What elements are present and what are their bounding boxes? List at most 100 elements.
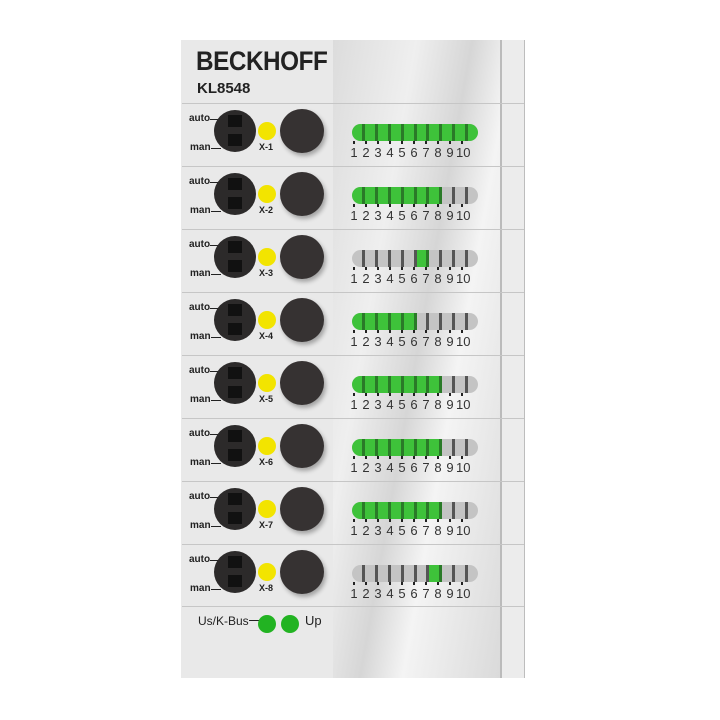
bar-segment (442, 313, 456, 330)
led-bargraph (352, 187, 478, 204)
scale-number: 10 (456, 582, 471, 601)
scale-number: 8 (432, 393, 444, 412)
scale-number: 2 (360, 204, 372, 223)
scale-number: 6 (408, 330, 420, 349)
bar-segment (391, 250, 404, 267)
scale-number: 7 (420, 204, 432, 223)
bar-segment (364, 502, 378, 519)
scale-number: 4 (384, 519, 396, 538)
scale-number: 9 (444, 393, 456, 412)
auto-man-switch[interactable] (214, 299, 256, 341)
scale-number: 10 (456, 519, 471, 538)
auto-man-switch[interactable] (214, 173, 256, 215)
bar-segment (429, 376, 443, 393)
led-bargraph (352, 313, 478, 330)
potentiometer-knob[interactable] (280, 487, 324, 531)
manual-led (258, 311, 276, 329)
man-label: man (190, 142, 220, 153)
bar-segment (352, 313, 365, 330)
scale-number: 7 (420, 519, 432, 538)
bar-segment (364, 313, 378, 330)
bar-segment (364, 187, 378, 204)
channel-label: X-2 (259, 205, 274, 215)
scale-number: 4 (384, 204, 396, 223)
bar-segment (352, 187, 365, 204)
bar-segment (442, 439, 456, 456)
scale-number: 1 (348, 267, 360, 286)
potentiometer-knob[interactable] (280, 361, 324, 405)
led-bargraph (352, 565, 478, 582)
auto-man-switch[interactable] (214, 236, 256, 278)
auto-man-switch[interactable] (214, 488, 256, 530)
scale-number: 3 (372, 267, 384, 286)
scale-number: 3 (372, 141, 384, 160)
auto-man-switch[interactable] (214, 362, 256, 404)
bar-segment (352, 439, 365, 456)
bar-segment (377, 187, 391, 204)
channel-label: X-5 (259, 394, 274, 404)
bar-segment (364, 124, 378, 141)
manual-led (258, 563, 276, 581)
auto-label: auto (189, 554, 221, 565)
bar-segment (390, 313, 404, 330)
scale-number: 1 (348, 330, 360, 349)
potentiometer-knob[interactable] (280, 298, 324, 342)
scale-number: 3 (372, 330, 384, 349)
scale-number: 2 (360, 456, 372, 475)
scale-number: 1 (348, 582, 360, 601)
potentiometer-knob[interactable] (280, 172, 324, 216)
bar-segment (352, 124, 365, 141)
man-label: man (190, 457, 220, 468)
channel-label: X-4 (259, 331, 274, 341)
man-label: man (190, 583, 220, 594)
bar-segment (429, 250, 443, 267)
manual-led (258, 185, 276, 203)
scale-number: 5 (396, 582, 408, 601)
potentiometer-knob[interactable] (280, 109, 324, 153)
bar-segment (417, 313, 430, 330)
bar-segment (352, 502, 365, 519)
scale-number: 4 (384, 456, 396, 475)
auto-man-switch[interactable] (214, 551, 256, 593)
us-kbus-label: Us/K-Bus (198, 614, 259, 628)
auto-label: auto (189, 239, 221, 250)
scale-number: 6 (408, 519, 420, 538)
led-bargraph (352, 376, 478, 393)
bar-segment (390, 376, 404, 393)
scale-number: 9 (444, 267, 456, 286)
auto-man-switch[interactable] (214, 425, 256, 467)
potentiometer-knob[interactable] (280, 235, 324, 279)
bar-segment (416, 250, 430, 267)
scale-number: 5 (396, 330, 408, 349)
up-led (281, 615, 299, 633)
scale-number: 1 (348, 141, 360, 160)
auto-man-switch[interactable] (214, 110, 256, 152)
scale-number: 6 (408, 393, 420, 412)
row-divider (182, 606, 524, 607)
bar-segment (416, 502, 430, 519)
row-divider (182, 229, 524, 230)
manual-led (258, 437, 276, 455)
bar-segment (403, 124, 417, 141)
bar-segment (403, 439, 417, 456)
potentiometer-knob[interactable] (280, 424, 324, 468)
bar-segment (365, 250, 378, 267)
row-divider (182, 481, 524, 482)
bar-segment (391, 565, 404, 582)
scale-number: 7 (420, 267, 432, 286)
auto-label: auto (189, 428, 221, 439)
potentiometer-knob[interactable] (280, 550, 324, 594)
channel-label: X-1 (259, 142, 274, 152)
scale-number: 1 (348, 456, 360, 475)
bar-segment (365, 565, 378, 582)
led-bargraph (352, 502, 478, 519)
scale-number: 6 (408, 141, 420, 160)
brand-logo: BECKHOFF (196, 46, 328, 76)
scale-number: 1 (348, 204, 360, 223)
scale-number: 10 (456, 267, 471, 286)
bar-segment (455, 250, 469, 267)
bar-segment (455, 502, 469, 519)
